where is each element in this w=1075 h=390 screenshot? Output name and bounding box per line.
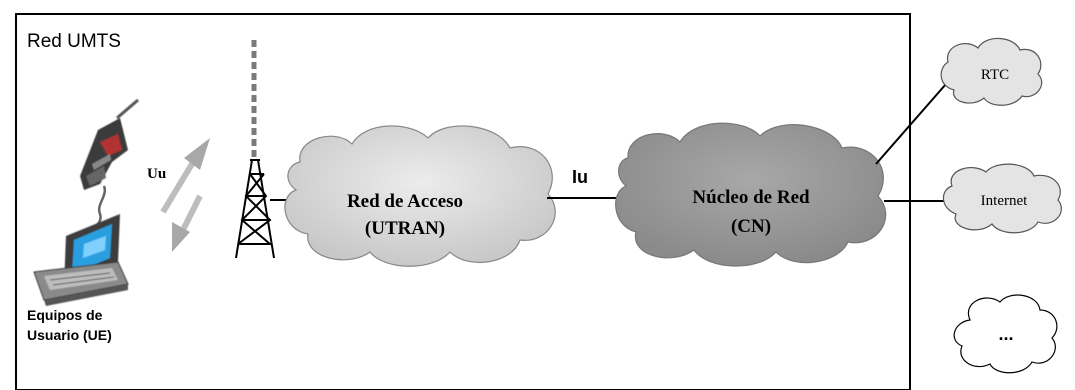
core-network-name: Núcleo de Red (692, 187, 810, 208)
internet-label: Internet (981, 193, 1028, 209)
cn-rtc-link (875, 83, 947, 165)
core-network-cloud (615, 122, 887, 267)
iu-interface-label: Iu (572, 167, 588, 187)
ue-label-line1: Equipos de (27, 307, 103, 323)
laptop-icon (33, 214, 129, 306)
rtc-cloud (940, 37, 1043, 106)
frame-title: Red UMTS (27, 31, 121, 52)
access-network-cloud (284, 125, 556, 267)
rtc-label: RTC (981, 67, 1009, 83)
radio-link-arrows-icon (160, 138, 210, 252)
other-networks-label: ... (998, 324, 1013, 344)
other-networks-cloud (953, 294, 1058, 374)
mobile-phone-icon (80, 98, 139, 190)
ue-label-line2: Usuario (UE) (27, 327, 112, 343)
core-network-abbrev: (CN) (731, 216, 771, 237)
access-network-name: Red de Acceso (347, 191, 463, 212)
access-network-abbrev: (UTRAN) (365, 218, 445, 239)
base-station-tower-icon (235, 40, 275, 259)
uu-interface-label: Uu (147, 166, 166, 182)
internet-cloud (942, 163, 1062, 234)
